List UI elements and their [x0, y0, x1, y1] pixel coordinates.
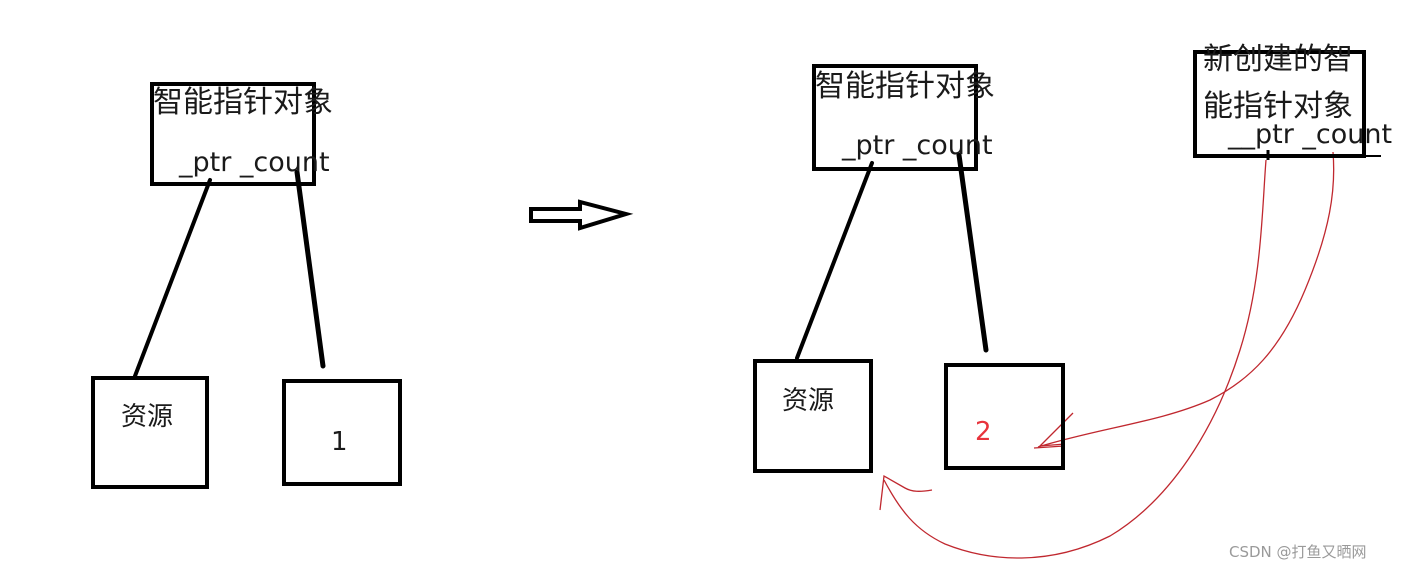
new-object-label-line2: 能指针对象	[1203, 89, 1353, 124]
watermark: CSDN @打鱼又晒网	[1229, 543, 1367, 561]
right-count-value: 2	[975, 417, 992, 447]
right-ptr-line	[795, 161, 874, 360]
left-ptr-line	[133, 178, 212, 378]
right-resource-label: 资源	[782, 386, 835, 416]
red-ptr-pointer	[883, 159, 1267, 559]
right-count-box	[944, 363, 1065, 470]
red-ptr-arrowhead	[879, 474, 933, 511]
left-count-box	[282, 379, 402, 486]
right-ptr-fields: _ptr _count	[842, 130, 993, 161]
left-resource-label: 资源	[121, 402, 174, 432]
new-object-ptr-fields: __ptr _count	[1228, 119, 1393, 150]
left-smart-ptr-box	[150, 82, 316, 186]
left-count-value: 1	[331, 427, 348, 457]
right-smart-ptr-box	[812, 64, 978, 171]
left-smart-ptr-label: 智能指针对象	[153, 85, 333, 120]
red-count-pointer	[1037, 151, 1335, 448]
right-count-line	[956, 152, 989, 353]
new-smart-ptr-box	[1193, 50, 1366, 158]
left-resource-box	[91, 376, 209, 489]
left-count-line	[294, 169, 326, 369]
right-smart-ptr-label: 智能指针对象	[815, 69, 995, 104]
left-ptr-fields: _ptr _count	[179, 147, 330, 178]
transition-arrow	[529, 199, 634, 231]
red-count-extra-tick	[1033, 445, 1065, 449]
right-resource-box	[753, 359, 873, 473]
new-object-label-line1: 新创建的智	[1203, 42, 1353, 77]
